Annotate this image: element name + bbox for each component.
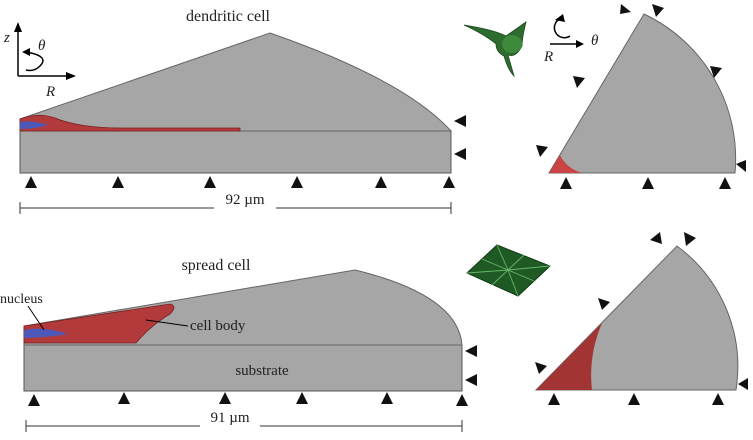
support-triangle-icon — [642, 177, 654, 189]
support-triangle-icon — [118, 392, 130, 404]
bottom-substrate — [23, 344, 463, 392]
theta-arc-icon — [25, 51, 44, 72]
side-support-triangle-icon — [454, 115, 466, 127]
support-triangle-icon — [291, 176, 303, 188]
bottom-quarter-cell-body — [536, 323, 602, 390]
r-arrowhead-icon — [66, 72, 76, 80]
top-nucleus — [20, 121, 48, 129]
support-triangle-icon — [738, 378, 748, 390]
support-triangle-icon — [548, 393, 560, 405]
top-side-supports — [454, 115, 466, 160]
top-quarter-cell-body — [549, 155, 582, 173]
top-substrate — [19, 130, 452, 174]
bottom-bottom-supports — [28, 392, 468, 406]
z-arrowhead-icon — [14, 22, 22, 32]
cell-body-leader-line — [145, 319, 189, 327]
scale-label-bg — [200, 408, 260, 428]
support-triangle-icon — [25, 176, 37, 188]
axes-glyph-top — [14, 22, 76, 80]
spread-cell-icon — [466, 244, 551, 297]
support-triangle-icon — [560, 177, 572, 189]
quarter-theta-label: θ — [591, 33, 599, 49]
side-support-triangle-icon — [465, 374, 477, 386]
substrate-label: substrate — [235, 363, 289, 379]
bottom-title: spread cell — [182, 257, 251, 274]
top-bottom-supports — [25, 176, 455, 188]
theta-axis-label: θ — [38, 38, 46, 54]
top-quarter-section — [548, 13, 737, 174]
support-triangle-icon — [620, 4, 631, 14]
nucleus-leader-line — [27, 305, 45, 331]
r-arrowhead-icon — [576, 40, 584, 48]
theta-arrowhead-icon — [22, 48, 30, 56]
support-triangle-icon — [456, 394, 468, 406]
support-triangle-icon — [652, 4, 664, 17]
bottom-nucleus — [24, 328, 68, 338]
support-triangle-icon — [535, 362, 547, 374]
support-triangle-icon — [719, 177, 731, 189]
top-scale-label: 92 µm — [225, 192, 264, 208]
bottom-quarter-supports — [535, 232, 748, 405]
support-triangle-icon — [381, 392, 393, 404]
scale-label-bg — [214, 190, 276, 210]
top-title: dendritic cell — [186, 8, 271, 25]
support-triangle-icon — [684, 232, 696, 246]
support-triangle-icon — [536, 145, 548, 157]
support-triangle-icon — [736, 160, 746, 172]
dendritic-cell-icon — [463, 21, 527, 78]
r-axis-label: R — [45, 84, 55, 100]
rotation-arrowhead-icon — [555, 14, 565, 22]
top-panel: z θ R dendritic cell — [3, 4, 746, 214]
support-triangle-icon — [598, 298, 610, 310]
support-triangle-icon — [112, 176, 124, 188]
support-triangle-icon — [573, 76, 585, 88]
nucleus-label: nucleus — [0, 292, 43, 307]
top-quarter-supports — [536, 4, 746, 189]
rotation-glyph — [550, 17, 578, 45]
bottom-quarter-section — [534, 245, 739, 391]
support-triangle-icon — [628, 393, 640, 405]
quarter-r-label: R — [543, 49, 553, 65]
support-triangle-icon — [204, 176, 216, 188]
support-triangle-icon — [443, 176, 455, 188]
support-triangle-icon — [712, 393, 724, 405]
support-triangle-icon — [219, 392, 231, 404]
support-triangle-icon — [296, 392, 308, 404]
top-cell-body — [19, 114, 241, 132]
bottom-panel: spread cell nucleus cell body substrate — [0, 232, 748, 432]
cell-body-label: cell body — [190, 318, 246, 334]
side-support-triangle-icon — [465, 345, 477, 357]
side-support-triangle-icon — [454, 148, 466, 160]
bottom-side-supports — [465, 345, 477, 386]
bottom-scale-label: 91 µm — [210, 410, 249, 426]
top-cell-dome — [19, 32, 453, 132]
support-triangle-icon — [710, 66, 722, 78]
support-triangle-icon — [650, 232, 662, 244]
support-triangle-icon — [28, 394, 40, 406]
support-triangle-icon — [375, 176, 387, 188]
z-axis-label: z — [3, 30, 10, 46]
